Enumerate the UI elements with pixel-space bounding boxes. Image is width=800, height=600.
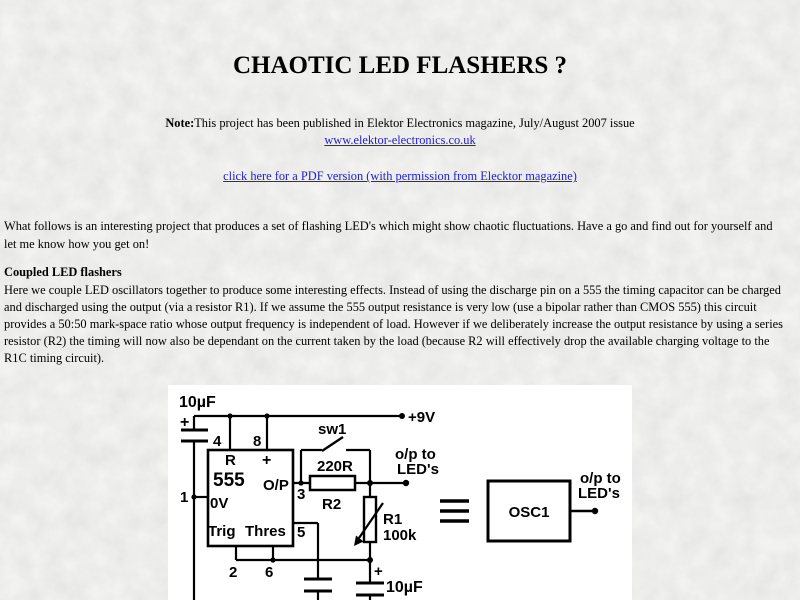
pin1-wire bbox=[191, 494, 208, 500]
pin3-label: 3 bbox=[297, 486, 305, 503]
ic-vcc-label: + bbox=[262, 452, 271, 469]
ic-555-body bbox=[206, 448, 295, 548]
top-capacitor-value-label: 10µF bbox=[179, 394, 216, 411]
pin4-pin8-wires bbox=[228, 416, 269, 450]
elektor-website-link[interactable]: www.elektor-electronics.co.uk bbox=[324, 133, 476, 148]
resistor-r2-symbol bbox=[308, 474, 357, 492]
pin4-label: 4 bbox=[213, 433, 222, 450]
intro-paragraph: What follows is an interesting project t… bbox=[4, 218, 800, 252]
bottom-capacitor-value-label: 10µF bbox=[386, 579, 423, 596]
ic-output-label: O/P bbox=[263, 477, 289, 494]
pin5-label: 5 bbox=[297, 524, 305, 541]
ic-gnd-label: 0V bbox=[210, 495, 228, 512]
bottom-capacitor-polarity-label: + bbox=[374, 563, 383, 580]
section-line-1: Here we couple LED oscillators together … bbox=[4, 282, 781, 297]
section-line-4: resistor (R2) the timing will now also b… bbox=[4, 334, 770, 349]
coupled-flashers-section: Coupled LED flashers Here we couple LED … bbox=[4, 264, 800, 367]
osc1-output-label-line2: LED's bbox=[578, 485, 620, 502]
timing-capacitor-symbol bbox=[356, 560, 384, 600]
r1-name-label: R1 bbox=[383, 511, 402, 528]
switch-label: sw1 bbox=[318, 421, 346, 438]
equivalence-icon bbox=[440, 499, 469, 523]
r1-value-label: 100k bbox=[383, 527, 417, 544]
timing-node-wire bbox=[234, 546, 373, 563]
note-text: This project has been published in Elekt… bbox=[194, 116, 635, 131]
output-wire bbox=[293, 479, 410, 487]
intro-line-1: What follows is an interesting project t… bbox=[4, 219, 773, 234]
pdf-version-link[interactable]: click here for a PDF version (with permi… bbox=[223, 169, 577, 184]
osc1-output-label-line1: o/p to bbox=[580, 470, 621, 487]
pin6-label: 6 bbox=[265, 564, 273, 581]
section-line-3: provides a 50:50 mark-space ratio whose … bbox=[4, 317, 783, 331]
555-oscillator-schematic: +9V 10µF + 1 4 8 R + 555 O/P 0V Trig Thr… bbox=[179, 394, 621, 600]
section-line-5: R1C timing circuit). bbox=[4, 351, 105, 366]
pin2-label: 2 bbox=[229, 564, 237, 581]
pin8-label: 8 bbox=[253, 433, 261, 450]
page-title: CHAOTIC LED FLASHERS ? bbox=[232, 52, 568, 79]
output-to-leds-label-line2: LED's bbox=[397, 461, 439, 478]
decoupling-capacitor-symbol bbox=[181, 416, 208, 600]
ic-name-label: 555 bbox=[213, 470, 245, 491]
osc1-label: OSC1 bbox=[509, 504, 550, 521]
section-line-2: and discharged using the output (via a r… bbox=[4, 299, 757, 314]
intro-line-2: let me know how you get on! bbox=[4, 236, 150, 251]
note-label: Note: bbox=[165, 116, 195, 131]
r2-value-label: 220R bbox=[317, 458, 353, 475]
potentiometer-r1-symbol bbox=[354, 483, 384, 560]
circuit-diagram-image: +9V 10µF + 1 4 8 R + 555 O/P 0V Trig Thr… bbox=[168, 385, 632, 600]
output-to-leds-label-line1: o/p to bbox=[395, 446, 436, 463]
section-heading: Coupled LED flashers bbox=[4, 265, 122, 280]
switch-sw1-symbol bbox=[299, 436, 372, 483]
top-capacitor-polarity-label: + bbox=[180, 414, 189, 431]
pdf-link-row: click here for a PDF version (with permi… bbox=[0, 168, 800, 185]
ic-reset-label: R bbox=[225, 452, 236, 469]
pin1-label: 1 bbox=[180, 489, 188, 506]
publication-note: Note:This project has been published in … bbox=[0, 115, 800, 149]
supply-rail-wire bbox=[194, 413, 405, 419]
osc1-output-wire bbox=[570, 507, 599, 515]
pin5-capacitor-symbol bbox=[293, 521, 332, 600]
note-line: Note:This project has been published in … bbox=[0, 115, 800, 132]
supply-voltage-label: +9V bbox=[408, 409, 435, 426]
ic-trigger-label: Trig bbox=[208, 523, 236, 540]
ic-threshold-label: Thres bbox=[245, 523, 286, 540]
r2-name-label: R2 bbox=[322, 496, 341, 513]
